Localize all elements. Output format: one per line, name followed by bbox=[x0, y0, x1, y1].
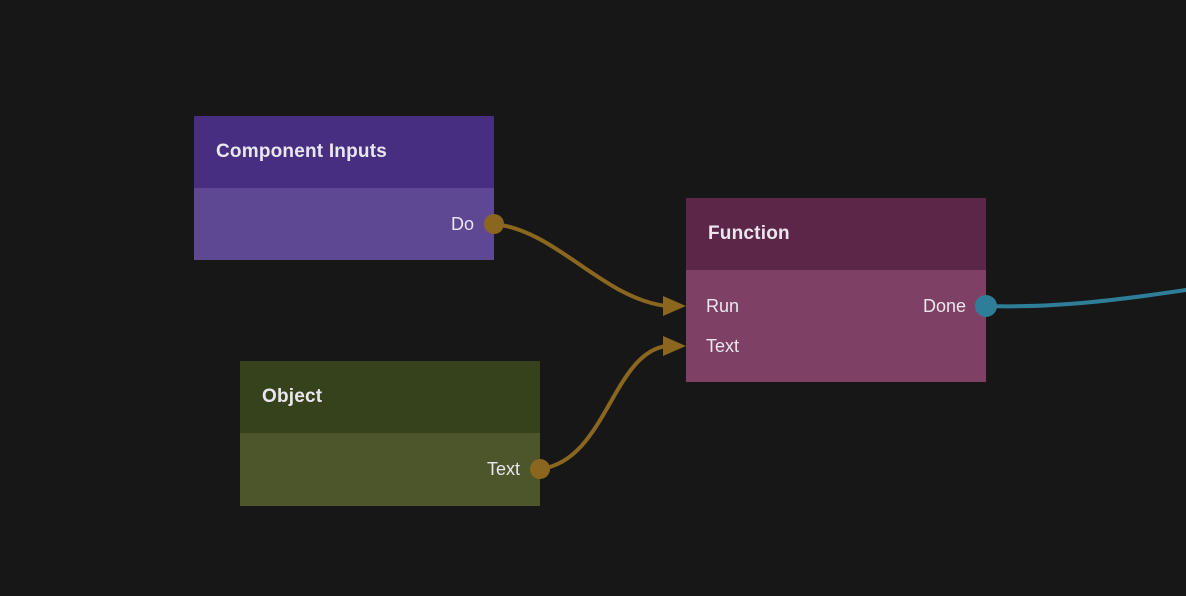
port-done-label: Done bbox=[922, 295, 966, 316]
port-text-input[interactable]: Text bbox=[686, 326, 986, 366]
wire-path[interactable] bbox=[538, 344, 668, 471]
node-header[interactable]: Function bbox=[686, 198, 986, 270]
node-body: Do bbox=[194, 188, 494, 260]
node-title: Component Inputs bbox=[216, 141, 388, 162]
port-run-done-row[interactable]: Run Done bbox=[686, 286, 986, 326]
wire-text-to-text[interactable] bbox=[538, 336, 686, 471]
node-object[interactable]: Object Text bbox=[240, 361, 540, 506]
node-title: Object bbox=[262, 386, 323, 407]
node-header[interactable]: Object bbox=[240, 361, 540, 433]
wire-done-offscreen[interactable] bbox=[984, 288, 1186, 309]
node-title: Function bbox=[708, 223, 790, 244]
port-run-label: Run bbox=[706, 295, 740, 316]
node-header[interactable]: Component Inputs bbox=[194, 116, 494, 188]
port-text[interactable]: Text bbox=[240, 449, 540, 489]
port-do[interactable]: Do bbox=[194, 204, 494, 244]
wire-path[interactable] bbox=[492, 222, 668, 308]
port-text-label: Text bbox=[706, 335, 740, 356]
wire-path[interactable] bbox=[984, 288, 1186, 309]
wire-arrowhead-icon bbox=[663, 296, 686, 316]
node-component-inputs[interactable]: Component Inputs Do bbox=[194, 116, 494, 260]
wire-do-to-run[interactable] bbox=[492, 222, 686, 316]
port-text-label: Text bbox=[486, 458, 520, 479]
wire-arrowhead-icon bbox=[663, 336, 686, 356]
node-body: Text bbox=[240, 433, 540, 506]
port-do-label: Do bbox=[450, 213, 474, 234]
node-function[interactable]: Function Run Done Text bbox=[686, 198, 986, 382]
node-body: Run Done Text bbox=[686, 270, 986, 382]
